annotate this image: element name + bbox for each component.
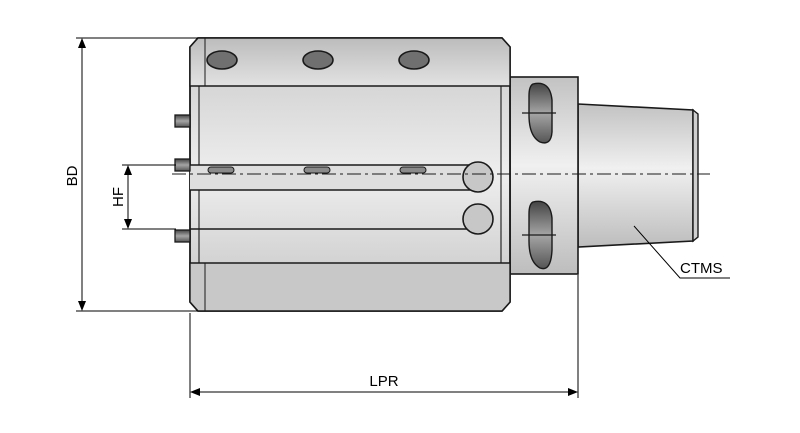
top-screw — [398, 50, 430, 70]
dimension-arrows — [78, 38, 578, 396]
label-ctms: CTMS — [680, 260, 723, 277]
side-pin — [174, 229, 191, 243]
bottom-face — [189, 262, 511, 312]
top-face — [189, 37, 511, 87]
coolant-port — [462, 161, 494, 193]
side-pin — [174, 158, 191, 172]
shank — [577, 103, 699, 248]
top-screw — [302, 50, 334, 70]
label-lpr: LPR — [369, 373, 398, 390]
label-bd: BD — [64, 165, 81, 186]
label-hf: HF — [110, 187, 127, 207]
flange — [509, 76, 579, 275]
dimension-lines — [76, 37, 730, 398]
insert-slot — [190, 164, 493, 191]
top-screw — [206, 50, 238, 70]
side-pin — [174, 114, 191, 128]
coolant-port — [462, 203, 494, 235]
